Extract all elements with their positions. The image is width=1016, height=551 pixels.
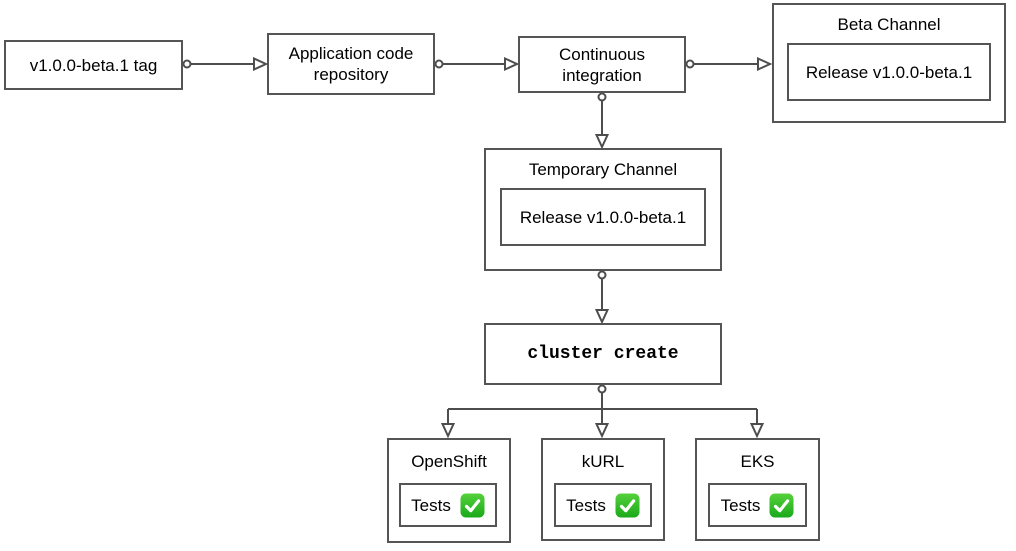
edge-tag-to-repo <box>182 56 269 72</box>
node-cluster-create: cluster create <box>484 323 722 385</box>
node-continuous-integration: Continuous integration <box>518 36 686 93</box>
temporary-channel-title: Temporary Channel <box>528 160 678 179</box>
beta-channel-title: Beta Channel <box>837 15 941 34</box>
openshift-title: OpenShift <box>411 452 487 471</box>
edge-source-dot <box>597 384 607 394</box>
open-arrow-icon <box>594 423 610 439</box>
node-kurl: kURL Tests <box>541 438 665 541</box>
edge-source-dot <box>597 92 607 102</box>
node-application-code-repository: Application code repository <box>267 33 435 95</box>
edge-source-dot <box>597 270 607 280</box>
node-beta-release: Release v1.0.0-beta.1 <box>787 43 991 101</box>
tests-passed-check-icon <box>769 493 794 517</box>
edge-source-dot <box>182 59 192 69</box>
tests-passed-check-icon <box>460 493 485 517</box>
open-arrow-icon <box>757 56 773 72</box>
edge-repo-to-ci <box>434 56 520 72</box>
edge-ci-to-temporary-channel <box>594 92 610 150</box>
open-arrow-icon <box>594 134 610 150</box>
tests-label: Tests <box>566 495 606 515</box>
node-temporary-channel: Temporary Channel Release v1.0.0-beta.1 <box>484 148 722 271</box>
edge-source-dot <box>685 59 695 69</box>
open-arrow-icon <box>440 423 456 439</box>
node-version-tag: v1.0.0-beta.1 tag <box>4 40 183 90</box>
openshift-tests-box: Tests <box>399 483 497 527</box>
edge-ci-to-beta-channel <box>685 56 773 72</box>
kurl-tests-box: Tests <box>554 483 652 527</box>
version-tag-label: v1.0.0-beta.1 tag <box>29 55 158 75</box>
open-arrow-icon <box>749 423 765 439</box>
cluster-create-label: cluster create <box>527 343 679 364</box>
temporary-release-label: Release v1.0.0-beta.1 <box>519 207 687 227</box>
node-temporary-release: Release v1.0.0-beta.1 <box>500 188 706 246</box>
application-code-repository-label: Application code repository <box>288 44 414 84</box>
open-arrow-icon <box>504 56 520 72</box>
tests-label: Tests <box>411 495 451 515</box>
node-openshift: OpenShift Tests <box>387 438 511 543</box>
node-eks: EKS Tests <box>695 438 820 541</box>
beta-release-label: Release v1.0.0-beta.1 <box>805 62 973 82</box>
open-arrow-icon <box>594 309 610 325</box>
kurl-title: kURL <box>581 452 625 471</box>
edge-temporary-channel-to-cluster-create <box>594 270 610 325</box>
edge-cluster-create-to-clusters <box>440 384 765 439</box>
eks-tests-box: Tests <box>708 483 807 527</box>
tests-label: Tests <box>720 495 761 515</box>
eks-title: EKS <box>740 452 775 471</box>
tests-passed-check-icon <box>615 493 640 517</box>
node-beta-channel: Beta Channel Release v1.0.0-beta.1 <box>772 3 1006 123</box>
open-arrow-icon <box>253 56 269 72</box>
continuous-integration-label: Continuous integration <box>558 44 645 85</box>
edge-source-dot <box>434 59 444 69</box>
